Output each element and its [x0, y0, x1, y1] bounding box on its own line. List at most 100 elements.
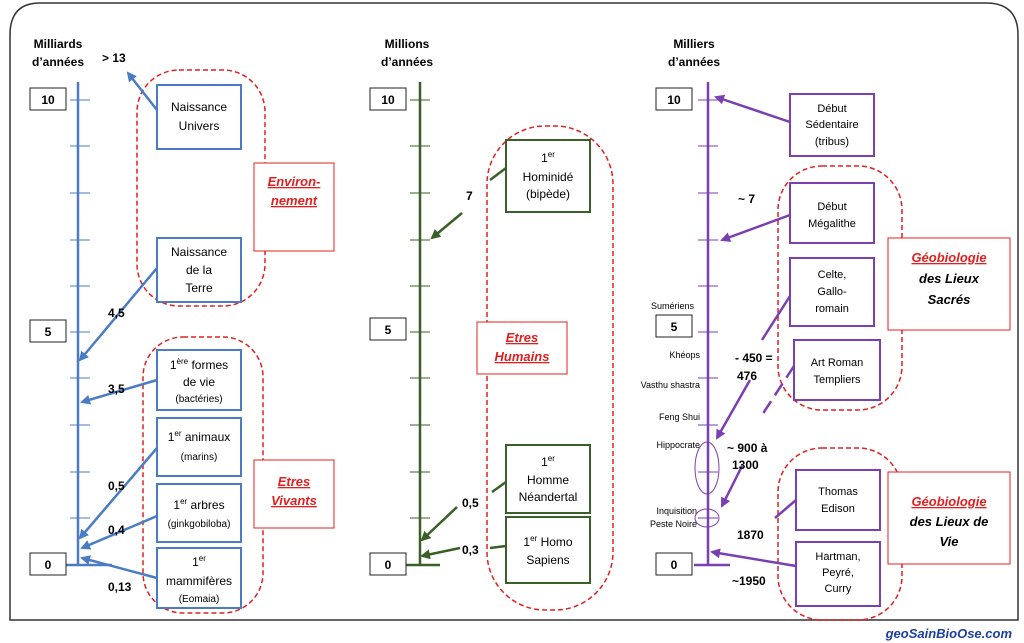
- category-label: Etres: [506, 330, 539, 345]
- event-text: (marins): [181, 452, 218, 463]
- tick-label-5: 5: [385, 323, 392, 337]
- event-text: Thomas: [818, 486, 858, 498]
- event-arrows: [710, 94, 797, 568]
- arrow: [78, 447, 158, 540]
- value-label: > 13: [102, 51, 126, 65]
- value-label: - 450 =: [735, 351, 773, 365]
- event-text: Curry: [825, 583, 852, 595]
- category-label: Vie: [939, 534, 958, 549]
- axis-title: d’années: [668, 55, 720, 69]
- value-label: 3,5: [108, 382, 125, 396]
- event-text: Templiers: [813, 374, 861, 386]
- event-text: Art Roman: [811, 357, 864, 369]
- value-label: 0,5: [462, 496, 479, 510]
- event-text: Peyré,: [822, 567, 854, 579]
- value-label: ~ 7: [738, 192, 755, 206]
- event-text: Gallo-: [817, 286, 847, 298]
- category-box-humains: [476, 321, 568, 375]
- category-label: Environ-: [268, 174, 321, 189]
- event-text: (bipède): [526, 187, 570, 201]
- event-box-megalithe: [789, 182, 875, 244]
- event-text: Sédentaire: [805, 119, 858, 131]
- tick-box-5: [369, 317, 407, 341]
- category-box-env: [253, 162, 335, 252]
- highlight-ellipse: [694, 508, 720, 528]
- event-text: mammifères: [166, 574, 232, 588]
- column-thousands: Milliers d’années 10 5 0 Sumériens Khéop…: [641, 37, 1011, 621]
- outer-frame: [9, 2, 1019, 621]
- value-label: 476: [737, 369, 757, 383]
- era-label: Feng Shui: [659, 412, 700, 422]
- category-box-vie: [887, 471, 1011, 565]
- event-text: Naissance: [171, 100, 227, 114]
- category-label: Géobiologie: [911, 494, 986, 509]
- arrow: [126, 71, 158, 111]
- tick-box-10: [29, 87, 67, 111]
- event-text: Celte,: [818, 269, 847, 281]
- event-box-animaux: [156, 417, 242, 477]
- event-box-univers: [156, 84, 242, 150]
- event-text: (tribus): [815, 136, 849, 148]
- arrow: [720, 465, 744, 508]
- event-box-sedentaire: [789, 93, 875, 157]
- column-billions: Milliards d’années 10 5 0 Naissance Univ…: [29, 37, 335, 614]
- watermark: geoSainBioOse.com: [885, 626, 1013, 641]
- tick-label-10: 10: [41, 93, 55, 107]
- tick-label-5: 5: [671, 320, 678, 334]
- value-label: 0,13: [108, 580, 132, 594]
- highlight-ellipse: [694, 441, 720, 495]
- era-label: Sumériens: [651, 301, 695, 311]
- event-box-hartman: [795, 541, 881, 607]
- era-label: Peste Noire: [650, 519, 697, 529]
- era-label: Khéops: [669, 350, 700, 360]
- event-text: Hominidé: [523, 170, 574, 184]
- value-label: ~1950: [732, 574, 766, 588]
- era-label: Vasthu shastra: [641, 380, 700, 390]
- category-label: Humains: [495, 349, 550, 364]
- tick-box-10: [369, 87, 407, 111]
- event-text: (ginkgobiloba): [168, 519, 231, 530]
- arrow: [80, 514, 158, 550]
- tick-label-0: 0: [385, 558, 392, 572]
- arrow: [774, 499, 797, 519]
- event-text: (bactéries): [175, 394, 222, 405]
- event-text: Naissance: [171, 245, 227, 259]
- arrow: [714, 94, 791, 124]
- axis-ticks: [410, 99, 430, 519]
- category-label: Vivants: [271, 493, 317, 508]
- event-box-mammiferes: [156, 547, 242, 609]
- event-box-roman: [793, 339, 881, 401]
- event-text: Néandertal: [519, 490, 578, 504]
- tick-label-10: 10: [381, 93, 395, 107]
- category-label: Sacrés: [928, 292, 971, 307]
- axis-title: d’années: [32, 55, 84, 69]
- axis-title: Millions: [385, 37, 430, 51]
- era-label: Inquisition: [656, 506, 697, 516]
- value-label: 1870: [737, 528, 764, 542]
- value-label: 1300: [732, 458, 759, 472]
- column-millions: Millions d’années 10 5 0 1er Hominidé (b…: [369, 37, 614, 611]
- event-text: 1er: [541, 150, 555, 165]
- arrow: [80, 555, 158, 580]
- event-text: 1er: [541, 454, 555, 469]
- category-box-sacres: [887, 237, 1011, 331]
- arrow: [489, 167, 507, 181]
- category-box-vivants: [253, 459, 335, 529]
- axis-ticks: [70, 99, 90, 519]
- event-text: Univers: [179, 119, 220, 133]
- event-text: 1er: [192, 554, 206, 569]
- event-box-edison: [795, 469, 881, 531]
- tick-label-0: 0: [671, 558, 678, 572]
- tick-label-5: 5: [45, 325, 52, 339]
- event-text: Terre: [185, 281, 213, 295]
- event-text: Début: [817, 201, 846, 213]
- event-box-sapiens: [505, 516, 591, 584]
- arrow: [420, 546, 461, 560]
- arrow: [78, 267, 158, 362]
- event-text: (Eomaia): [179, 594, 220, 605]
- event-text: Début: [817, 103, 846, 115]
- event-box-neandertal: [505, 444, 591, 514]
- value-label: 0,5: [108, 479, 125, 493]
